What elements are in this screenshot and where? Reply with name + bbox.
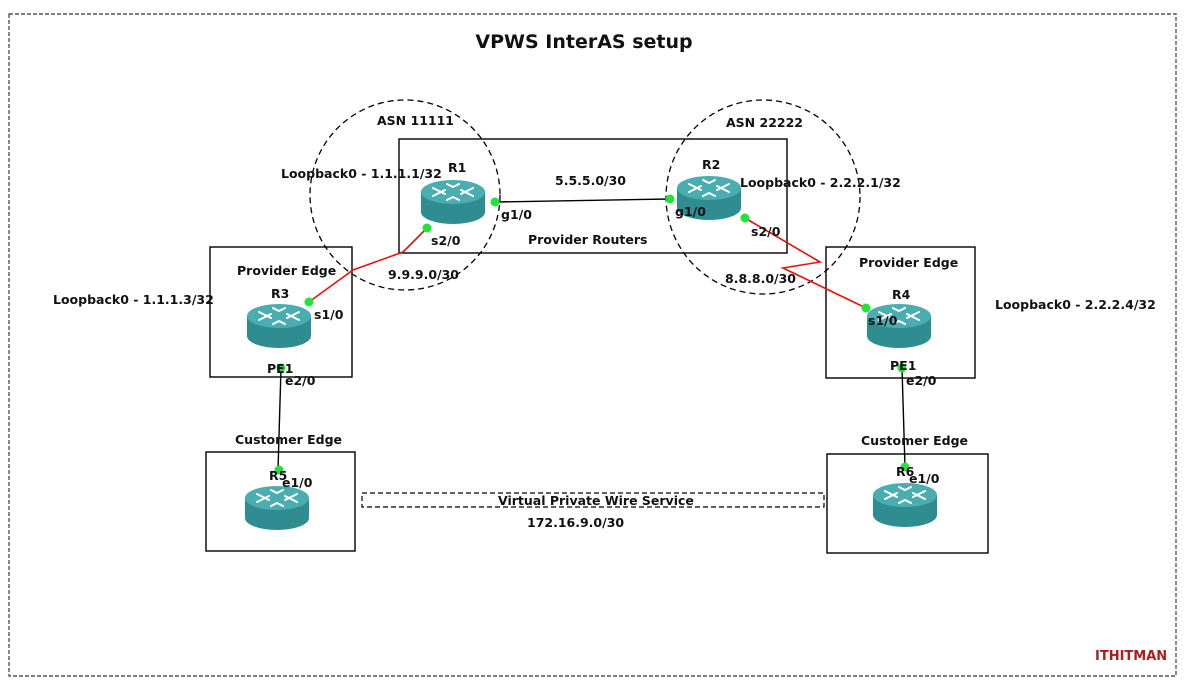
diagram-title: VPWS InterAS setup <box>475 31 692 53</box>
port-r2-g1-0 <box>665 194 675 204</box>
asn-right-label: ASN 22222 <box>726 115 803 130</box>
subnet-customer: 172.16.9.0/30 <box>527 515 624 530</box>
loopback-r3-label: Loopback0 - 1.1.1.3/32 <box>53 292 214 307</box>
router-r3-icon[interactable] <box>246 303 312 349</box>
link-r1-r3 <box>308 227 428 303</box>
iface-r3-pe1: PE1 <box>267 361 293 376</box>
port-r1-g1-0 <box>490 197 500 207</box>
customer-edge-left-label: Customer Edge <box>235 432 342 447</box>
vpws-label: Virtual Private Wire Service <box>498 493 694 508</box>
port-r5-e1-0 <box>274 465 284 475</box>
link-r3-r5 <box>277 367 282 471</box>
router-r1-name: R1 <box>448 160 466 175</box>
brand-label: ITHITMAN <box>1095 649 1167 664</box>
iface-r5-e1-0: e1/0 <box>282 475 313 490</box>
router-r5-name: R5 <box>269 468 287 483</box>
router-r3-name: R3 <box>271 286 289 301</box>
diagram-frame <box>8 13 1177 677</box>
loopback-r2-label: Loopback0 - 2.2.2.1/32 <box>740 175 901 190</box>
port-r6-e1-0 <box>900 462 910 472</box>
subnet-r1-r3: 9.9.9.0/30 <box>388 267 459 282</box>
port-r3-e2-0 <box>276 363 286 373</box>
provider-edge-left-label: Provider Edge <box>237 263 336 278</box>
router-r6-icon[interactable] <box>872 482 938 528</box>
router-r1-icon[interactable] <box>420 179 486 225</box>
router-r5-icon[interactable] <box>244 485 310 531</box>
customer-edge-right-label: Customer Edge <box>861 433 968 448</box>
link-r2-r4 <box>744 217 867 309</box>
provider-edge-right-box <box>825 246 976 379</box>
link-r1-r2 <box>494 198 671 203</box>
iface-r3-s1-0: s1/0 <box>314 307 344 322</box>
iface-r4-pe1: PE1 <box>890 358 916 373</box>
router-r6-name: R6 <box>896 464 915 479</box>
customer-edge-right-box <box>826 453 989 554</box>
iface-r4-e2-0: e2/0 <box>906 373 937 388</box>
iface-r6-e1-0: e1/0 <box>909 471 940 486</box>
iface-r2-g1-0: g1/0 <box>675 204 706 219</box>
vpws-tunnel <box>361 492 825 508</box>
port-r3-s1-0 <box>304 297 314 307</box>
provider-routers-box <box>398 138 788 254</box>
subnet-r2-r4: 8.8.8.0/30 <box>725 271 796 286</box>
port-r4-e2-0 <box>897 363 907 373</box>
asn-left-label: ASN 11111 <box>377 113 454 128</box>
loopback-r1-label: Loopback0 - 1.1.1.1/32 <box>281 166 442 181</box>
link-r4-r6 <box>901 367 906 468</box>
iface-r3-e2-0: e2/0 <box>285 373 316 388</box>
port-r2-s2-0 <box>740 213 750 223</box>
subnet-r1-r2: 5.5.5.0/30 <box>555 173 626 188</box>
iface-r4-s1-0: s1/0 <box>868 313 898 328</box>
provider-routers-label: Provider Routers <box>528 232 647 247</box>
router-r4-name: R4 <box>892 287 911 302</box>
iface-r1-g1-0: g1/0 <box>501 207 532 222</box>
provider-edge-right-label: Provider Edge <box>859 255 958 270</box>
iface-r1-s2-0: s2/0 <box>431 233 461 248</box>
router-r2-name: R2 <box>702 157 720 172</box>
port-r1-s2-0 <box>422 223 432 233</box>
asn-left-boundary <box>309 99 501 291</box>
port-r4-s1-0 <box>861 303 871 313</box>
customer-edge-left-box <box>205 451 356 552</box>
loopback-r4-label: Loopback0 - 2.2.2.4/32 <box>995 297 1156 312</box>
iface-r2-s2-0: s2/0 <box>751 224 781 239</box>
